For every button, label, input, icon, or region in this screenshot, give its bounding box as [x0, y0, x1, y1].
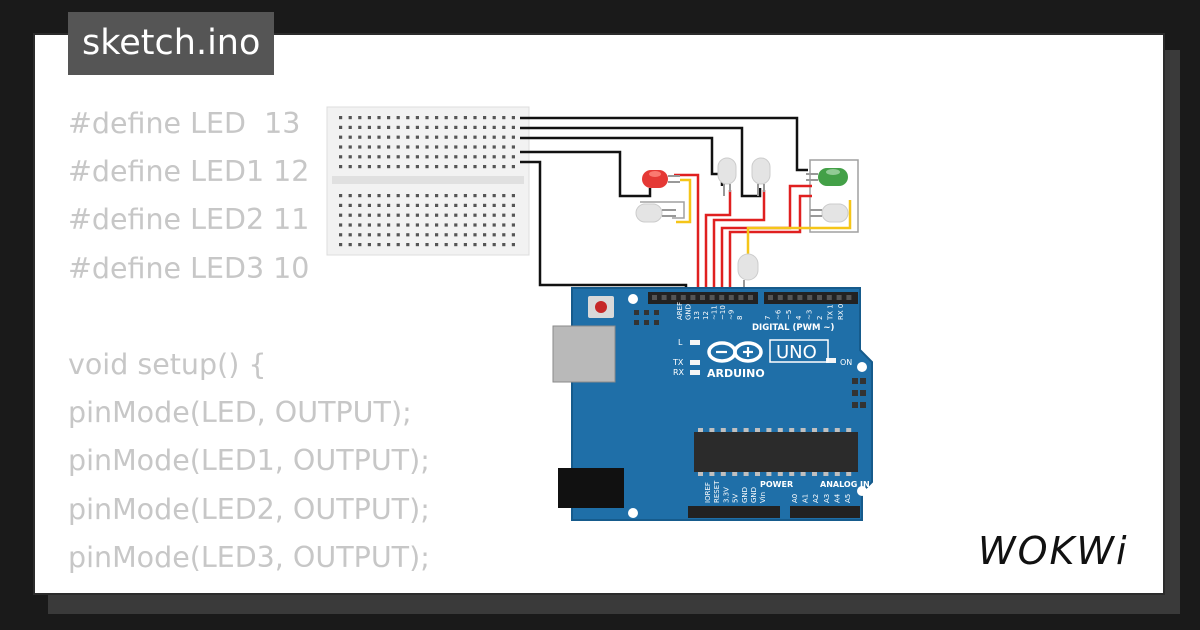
- led-off[interactable]: [737, 253, 759, 290]
- pin-label: GND: [750, 487, 758, 503]
- pin-label: A1: [802, 494, 810, 503]
- pin-label: IOREF: [704, 482, 712, 503]
- pin-label: A2: [812, 494, 820, 503]
- pin-label: A5: [844, 494, 852, 503]
- status-led-label: TX: [672, 358, 684, 367]
- wire-black: [520, 150, 652, 198]
- led-green[interactable]: [806, 168, 848, 186]
- pin-label: 2: [816, 316, 824, 320]
- wire-red: [674, 173, 700, 296]
- code-line: pinMode(LED2, OUTPUT);: [68, 492, 430, 526]
- usb-port: [552, 325, 616, 383]
- pin-label: ~3: [806, 310, 814, 320]
- code-line: #define LED 13: [68, 107, 301, 140]
- analog-header: [790, 506, 860, 518]
- power-jack: [558, 468, 624, 508]
- status-led-on: [826, 358, 836, 363]
- pin-label: 8: [736, 316, 744, 320]
- digital-label: DIGITAL (PWM ~): [752, 323, 834, 333]
- led-off[interactable]: [635, 203, 676, 223]
- wire-black: [520, 116, 808, 172]
- pin-label: 7: [764, 316, 772, 320]
- mounting-hole: [628, 508, 638, 518]
- signal-wires: [674, 173, 852, 296]
- pin-label: 12: [702, 311, 710, 320]
- led-group-outline: [640, 201, 685, 219]
- mounting-hole: [857, 486, 867, 496]
- status-led-label: RX: [673, 368, 685, 377]
- pin-label: RX 0: [837, 304, 845, 320]
- brand-label: ARDUINO: [707, 367, 765, 380]
- wire-black: [520, 126, 762, 198]
- wire-yellow: [676, 178, 692, 224]
- pin-label: A4: [833, 493, 841, 503]
- pin-label: ~5: [785, 310, 793, 320]
- code-line: #define LED3 10: [68, 251, 310, 285]
- wire-red: [712, 190, 766, 296]
- pin-label: AREF: [676, 302, 684, 320]
- breadboard-holes-bottom: [339, 194, 515, 247]
- wokwi-logo: WOKWi: [978, 529, 1129, 573]
- pin-label: RESET: [713, 480, 721, 503]
- pin-label: GND: [685, 304, 693, 320]
- pin-label: Vin: [759, 492, 767, 503]
- pin-label: A0: [791, 494, 799, 503]
- model-label: UNO: [776, 342, 817, 363]
- breadboard: [326, 106, 530, 256]
- pin-label: TX 1: [826, 304, 834, 321]
- pin-label: 13: [693, 311, 701, 320]
- pin-label: GND: [741, 487, 749, 503]
- code-line: pinMode(LED, OUTPUT);: [68, 396, 412, 430]
- pin-label: ~10: [719, 305, 727, 320]
- mounting-hole: [857, 362, 867, 372]
- atmega-chip: [694, 432, 858, 472]
- led-off[interactable]: [810, 203, 849, 223]
- analog-label: ANALOG IN: [820, 480, 870, 489]
- pin-label: 5V: [732, 494, 740, 503]
- pin-label: 4: [795, 315, 803, 320]
- wire-yellow: [746, 200, 852, 254]
- status-led-label: ON: [840, 358, 852, 367]
- status-led-l: [690, 340, 700, 345]
- arduino-logo-icon: [707, 341, 763, 363]
- status-led-rx: [690, 370, 700, 375]
- code-line: #define LED2 11: [68, 203, 310, 237]
- mounting-hole: [628, 294, 638, 304]
- power-label: POWER: [760, 480, 793, 489]
- pin-label: ~9: [728, 310, 736, 320]
- power-header: [688, 506, 780, 518]
- model-badge: [769, 339, 829, 363]
- file-tab[interactable]: sketch.ino: [68, 12, 275, 75]
- led-off[interactable]: [751, 157, 771, 196]
- led-off[interactable]: [717, 157, 737, 196]
- pin-label: ~6: [774, 309, 782, 320]
- wire-red: [728, 194, 812, 296]
- status-led-tx: [690, 360, 700, 365]
- code-line: pinMode(LED3, OUTPUT);: [68, 540, 430, 574]
- led-red[interactable]: [642, 170, 680, 188]
- pin-label: ~11: [710, 305, 718, 320]
- wire-red: [720, 184, 812, 296]
- status-led-label: L: [678, 338, 683, 347]
- code-line: pinMode(LED1, OUTPUT);: [68, 444, 430, 478]
- code-line: void setup() {: [68, 347, 267, 381]
- leds: [635, 157, 849, 290]
- code-line: #define LED1 12: [68, 155, 310, 189]
- pin-label: 3.3V: [722, 487, 730, 503]
- wire-red: [704, 190, 732, 296]
- pin-label: A3: [823, 494, 831, 503]
- breadboard-holes-top: [339, 116, 515, 169]
- code-listing: #define LED 13 #define LED1 12 #define L…: [68, 104, 430, 586]
